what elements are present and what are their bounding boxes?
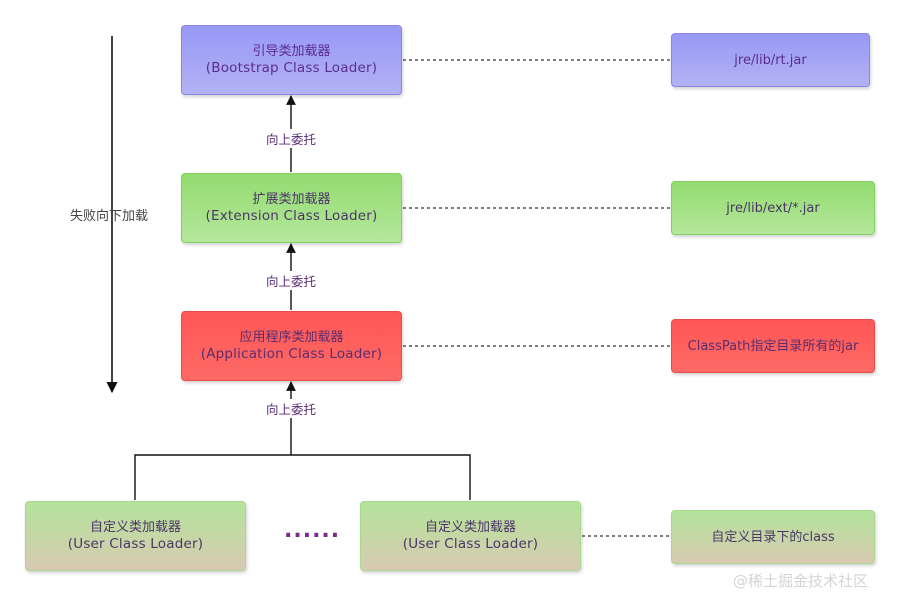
user-loader-box-left: 自定义类加载器 (User Class Loader) xyxy=(25,501,246,571)
watermark: @稀土掘金技术社区 xyxy=(733,572,869,590)
application-loader-subtitle: (Application Class Loader) xyxy=(200,346,383,362)
user-tree-connector xyxy=(134,454,471,500)
user-loader-box-right: 自定义类加载器 (User Class Loader) xyxy=(360,501,581,571)
extension-loader-box: 扩展类加载器 (Extension Class Loader) xyxy=(181,173,402,243)
application-loader-title: 应用程序类加载器 xyxy=(239,330,344,345)
user-loader-left-subtitle: (User Class Loader) xyxy=(67,536,204,552)
application-path-box: ClassPath指定目录所有的jar xyxy=(671,319,875,373)
failure-label: 失败向下加载 xyxy=(70,209,149,224)
bootstrap-loader-subtitle: (Bootstrap Class Loader) xyxy=(205,60,378,76)
delegation-label-3: 向上委托 xyxy=(264,399,319,418)
bootstrap-path-text: jre/lib/rt.jar xyxy=(734,52,807,68)
user-loader-right-title: 自定义类加载器 xyxy=(424,520,516,535)
extension-loader-subtitle: (Extension Class Loader) xyxy=(205,208,378,224)
application-loader-box: 应用程序类加载器 (Application Class Loader) xyxy=(181,311,402,381)
bootstrap-path-box: jre/lib/rt.jar xyxy=(671,33,870,87)
user-path-text: 自定义目录下的class xyxy=(711,529,835,545)
extension-path-text: jre/lib/ext/*.jar xyxy=(726,200,820,216)
user-loader-right-subtitle: (User Class Loader) xyxy=(402,536,539,552)
delegation-label-2: 向上委托 xyxy=(264,271,319,290)
application-path-text: ClassPath指定目录所有的jar xyxy=(687,338,859,354)
extension-path-box: jre/lib/ext/*.jar xyxy=(671,181,875,235)
user-loader-left-title: 自定义类加载器 xyxy=(89,520,181,535)
bootstrap-loader-box: 引导类加载器 (Bootstrap Class Loader) xyxy=(181,25,402,95)
extension-loader-title: 扩展类加载器 xyxy=(252,192,331,207)
user-path-box: 自定义目录下的class xyxy=(671,510,875,564)
bootstrap-loader-title: 引导类加载器 xyxy=(252,44,331,59)
delegation-label-1: 向上委托 xyxy=(264,129,319,148)
ellipsis: ...... xyxy=(284,518,341,543)
